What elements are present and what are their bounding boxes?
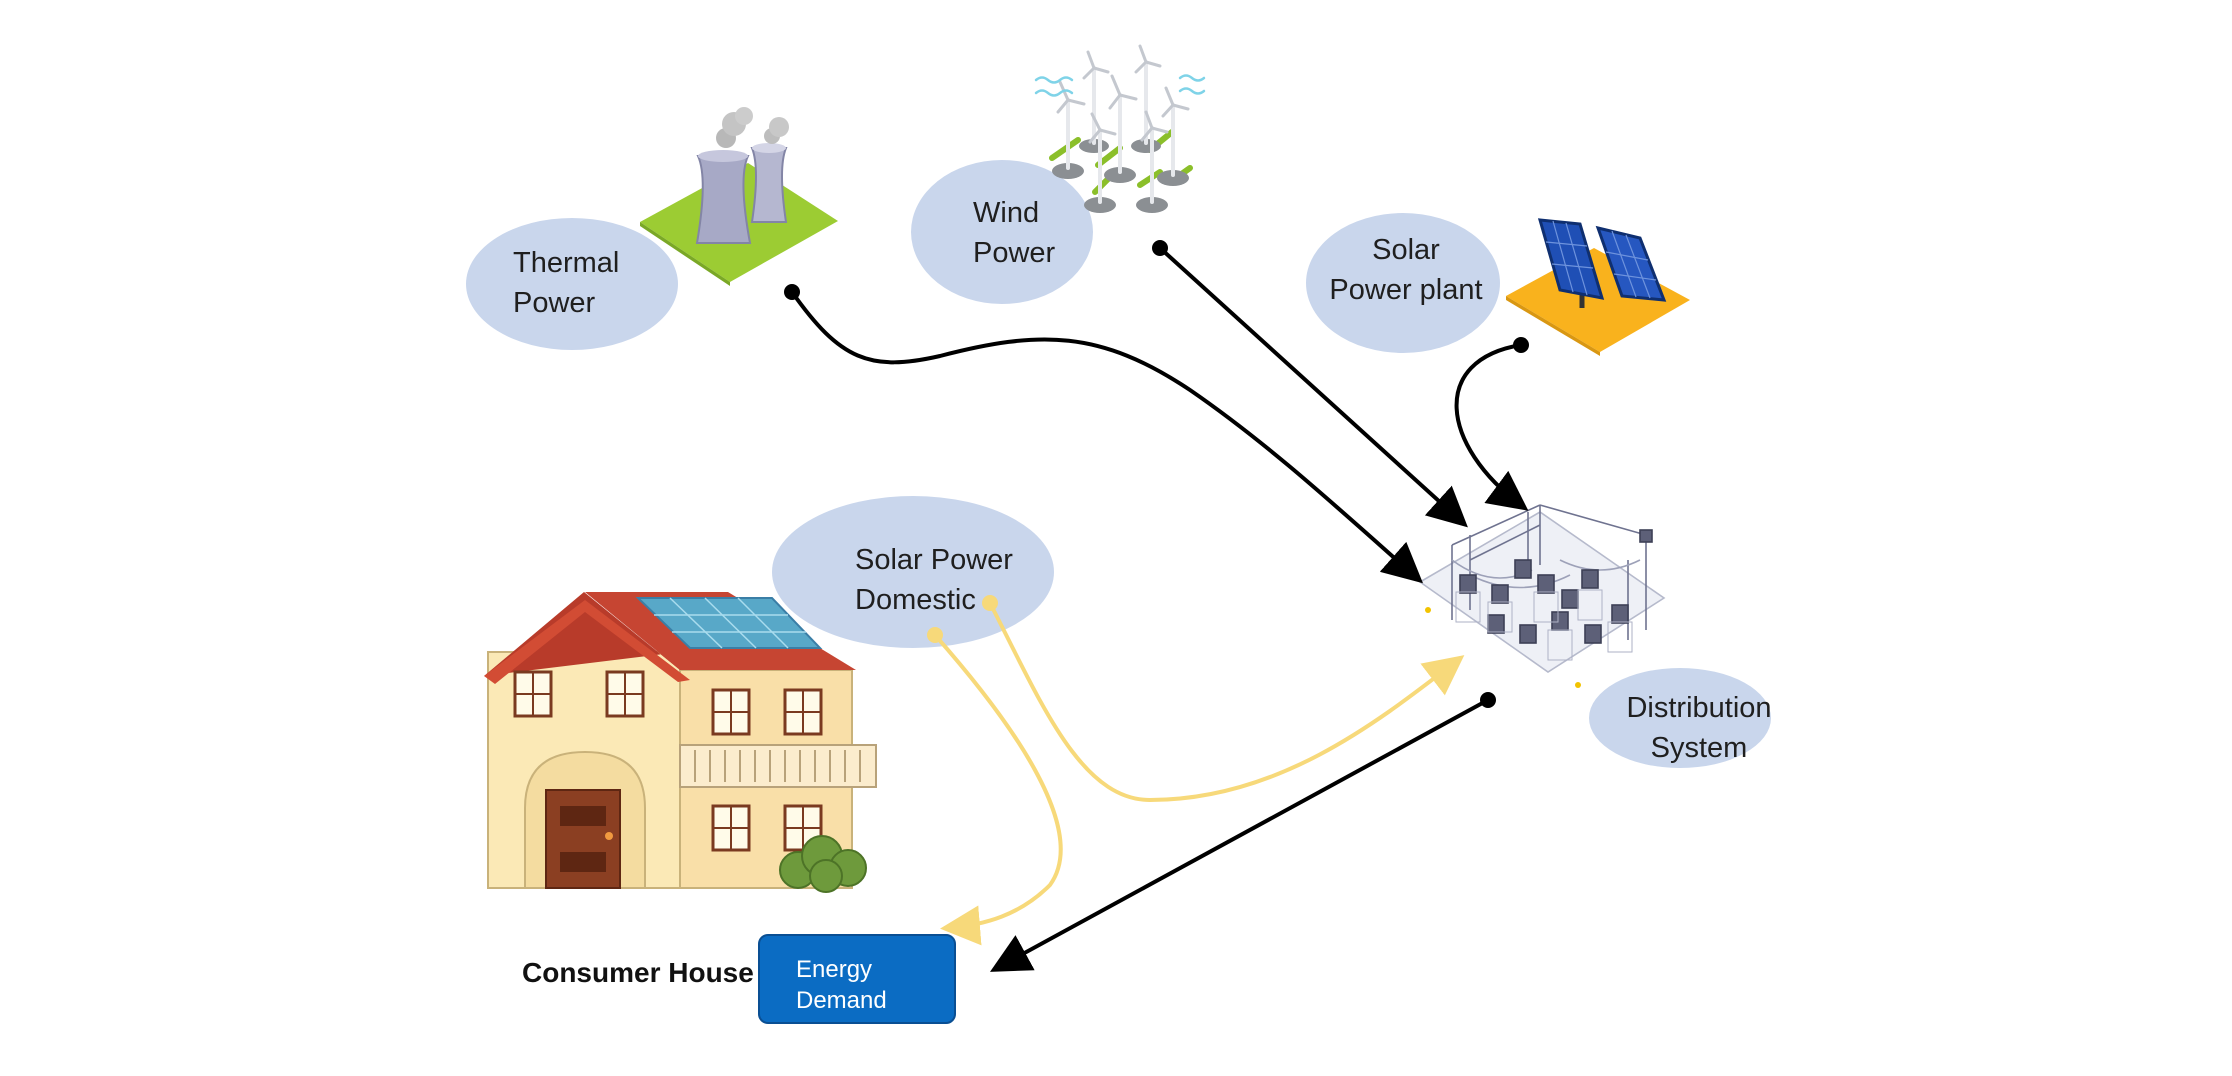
- solar-plant-line1: Solar: [1372, 234, 1440, 266]
- wind-line2: Power: [973, 237, 1056, 269]
- wind-bubble: [911, 160, 1093, 304]
- thermal-line1: Thermal: [513, 247, 620, 279]
- thermal-line2: Power: [513, 287, 596, 319]
- solar-plant-to-distribution-arrow: [1454, 343, 1529, 511]
- energy-demand-line1: Energy: [796, 956, 873, 983]
- solar-domestic-bubble: [772, 496, 1054, 648]
- solar-domestic-line2: Domestic: [855, 584, 976, 616]
- distribution-to-demand-arrow: [989, 698, 1489, 972]
- domestic-solar-dots: [927, 595, 998, 643]
- wind-line1: Wind: [973, 197, 1040, 229]
- solar-domestic-line1: Solar Power: [855, 544, 1013, 576]
- solar-power-domestic-label: Solar Power Domestic: [855, 540, 1013, 620]
- grid-connections: [790, 246, 1529, 972]
- distribution-line1: Distribution: [1626, 692, 1772, 724]
- grid-connection-dots: [784, 240, 1529, 708]
- thermal-bubble: [466, 218, 678, 350]
- energy-demand-line2: Demand: [796, 987, 887, 1014]
- distribution-line2: System: [1650, 732, 1748, 764]
- solar-plant-icon: [1506, 218, 1690, 356]
- domestic-solar-connections: [933, 602, 1465, 946]
- solar-domestic-to-distribution-arrow: [988, 602, 1465, 803]
- house-icon: [484, 592, 877, 893]
- solar-domestic-to-demand-arrow: [933, 633, 1063, 946]
- solar-power-plant-label: Solar Power plant: [1327, 230, 1485, 310]
- wind-to-distribution-arrow: [1158, 246, 1468, 528]
- solar-plant-bubble: [1306, 213, 1500, 353]
- distribution-system-label: Distribution System: [1617, 688, 1781, 768]
- solar-plant-line2: Power plant: [1329, 274, 1483, 306]
- energy-demand-box: Energy Demand: [758, 934, 956, 1024]
- distribution-bubble: [1589, 668, 1771, 768]
- consumer-house-label: Consumer House: [522, 957, 754, 988]
- thermal-plant-icon: [640, 107, 838, 286]
- thermal-power-label: Thermal Power: [513, 243, 619, 323]
- thermal-to-distribution-arrow: [790, 290, 1423, 584]
- wind-power-label: Wind Power: [973, 193, 1055, 273]
- wind-farm-icon: [1034, 44, 1206, 213]
- substation-icon: [1418, 504, 1666, 688]
